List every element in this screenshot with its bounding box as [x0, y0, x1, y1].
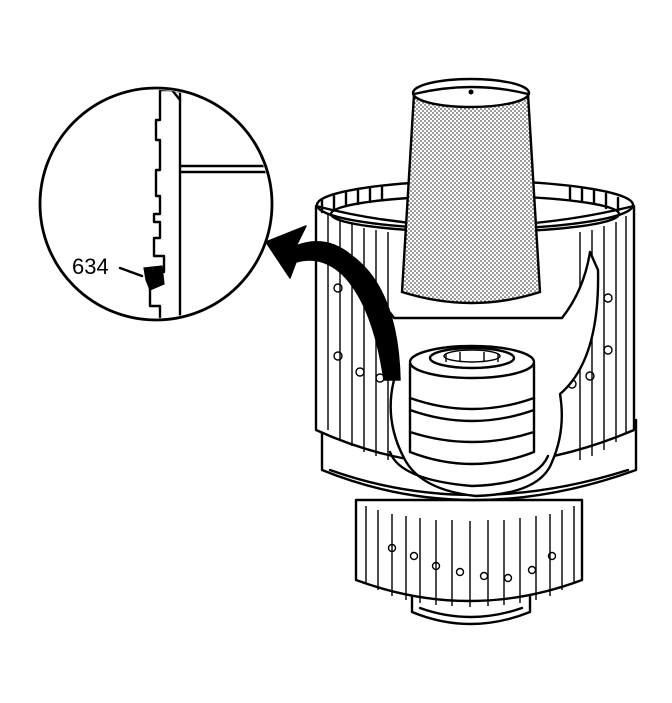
detail-circle	[38, 86, 274, 322]
lower-drum-holes	[387, 543, 557, 583]
callout-leader-634	[118, 266, 144, 278]
center-hub	[408, 344, 536, 466]
cone-installer-tool	[400, 77, 542, 305]
seal-icon	[143, 265, 165, 291]
lower-clutch-drum	[354, 498, 584, 626]
callout-label-634: 634	[72, 254, 109, 279]
